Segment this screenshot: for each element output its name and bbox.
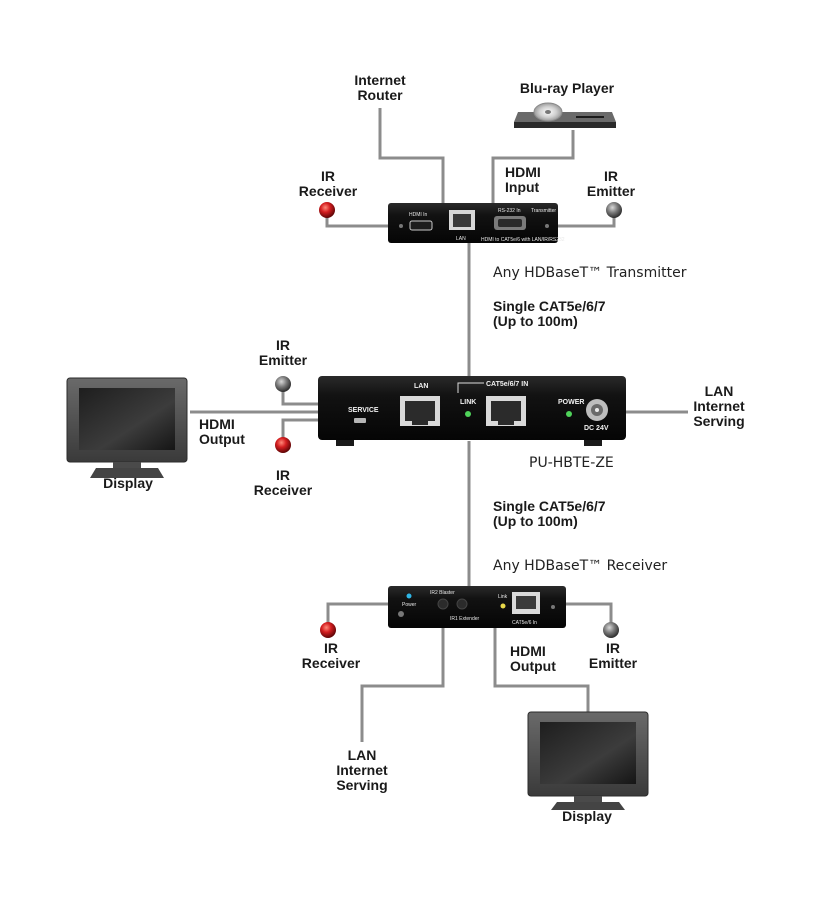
rx-ir-emitter-icon	[603, 622, 619, 638]
rx-device-caption: Any HDBaseT™ Receiver	[493, 558, 667, 574]
tx-ir-emitter-icon	[606, 202, 622, 218]
cable-bottom-label: Single CAT5e/6/7(Up to 100m)	[493, 498, 606, 529]
tx-rs232-label: RS-232 In	[498, 208, 521, 214]
tx-hdmi-in-label: HDMI In	[409, 212, 428, 218]
tx-ir-receiver-icon	[319, 202, 335, 218]
main-ir-emitter-icon	[275, 376, 291, 392]
cable-top-label: Single CAT5e/6/7(Up to 100m)	[493, 298, 606, 329]
display-bottom-label: Display	[562, 808, 612, 824]
main-cat-label: CAT5e/6/7 IN	[486, 381, 528, 388]
display-bottom	[527, 711, 649, 810]
main-link-label: LINK	[460, 399, 476, 406]
rx-link-led	[500, 603, 506, 609]
main-ir-receiver-icon	[275, 437, 291, 453]
rx-ir1-label: IR1 Extender	[450, 616, 480, 622]
main-unit-device: SERVICE LAN CAT5e/6/7 IN LINK POWER DC 2…	[318, 376, 626, 446]
bluray-player	[514, 102, 616, 128]
main-power-led	[566, 411, 572, 417]
tx-hdmi-port	[409, 220, 433, 231]
rx-ir2-label: IR2 Blaster	[430, 590, 455, 596]
tx-device-caption: Any HDBaseT™ Transmitter	[493, 265, 687, 281]
rx-ir-receiver-icon	[320, 622, 336, 638]
main-link-led	[465, 411, 471, 417]
cable-lines	[190, 108, 688, 742]
main-power-label: POWER	[558, 399, 584, 406]
rx-link-label: Link	[498, 594, 508, 600]
main-dc-label: DC 24V	[584, 425, 609, 432]
rx-cat-label: CAT5e/6 In	[512, 620, 537, 626]
main-service-port	[354, 418, 366, 423]
rx-power-label: Power	[402, 602, 417, 608]
transmitter-device: HDMI In LAN RS-232 In Transmitter HDMI t…	[388, 203, 565, 243]
bluray-label: Blu-ray Player	[520, 80, 615, 96]
main-lan-label: LAN	[414, 383, 428, 390]
tx-lan-label: LAN	[456, 236, 466, 242]
rx-power-led	[406, 593, 412, 599]
main-model-label: PU-HBTE-ZE	[529, 455, 614, 471]
tx-footer: HDMI to CAT5e/6 with LAN/IR/RS232	[481, 237, 565, 243]
display-left-label: Display	[103, 475, 153, 491]
tx-badge: Transmitter	[531, 208, 556, 214]
display-left	[66, 377, 188, 478]
receiver-device: Power IR2 Blaster IR1 Extender Link CAT5…	[388, 586, 566, 628]
main-service-label: SERVICE	[348, 407, 379, 414]
